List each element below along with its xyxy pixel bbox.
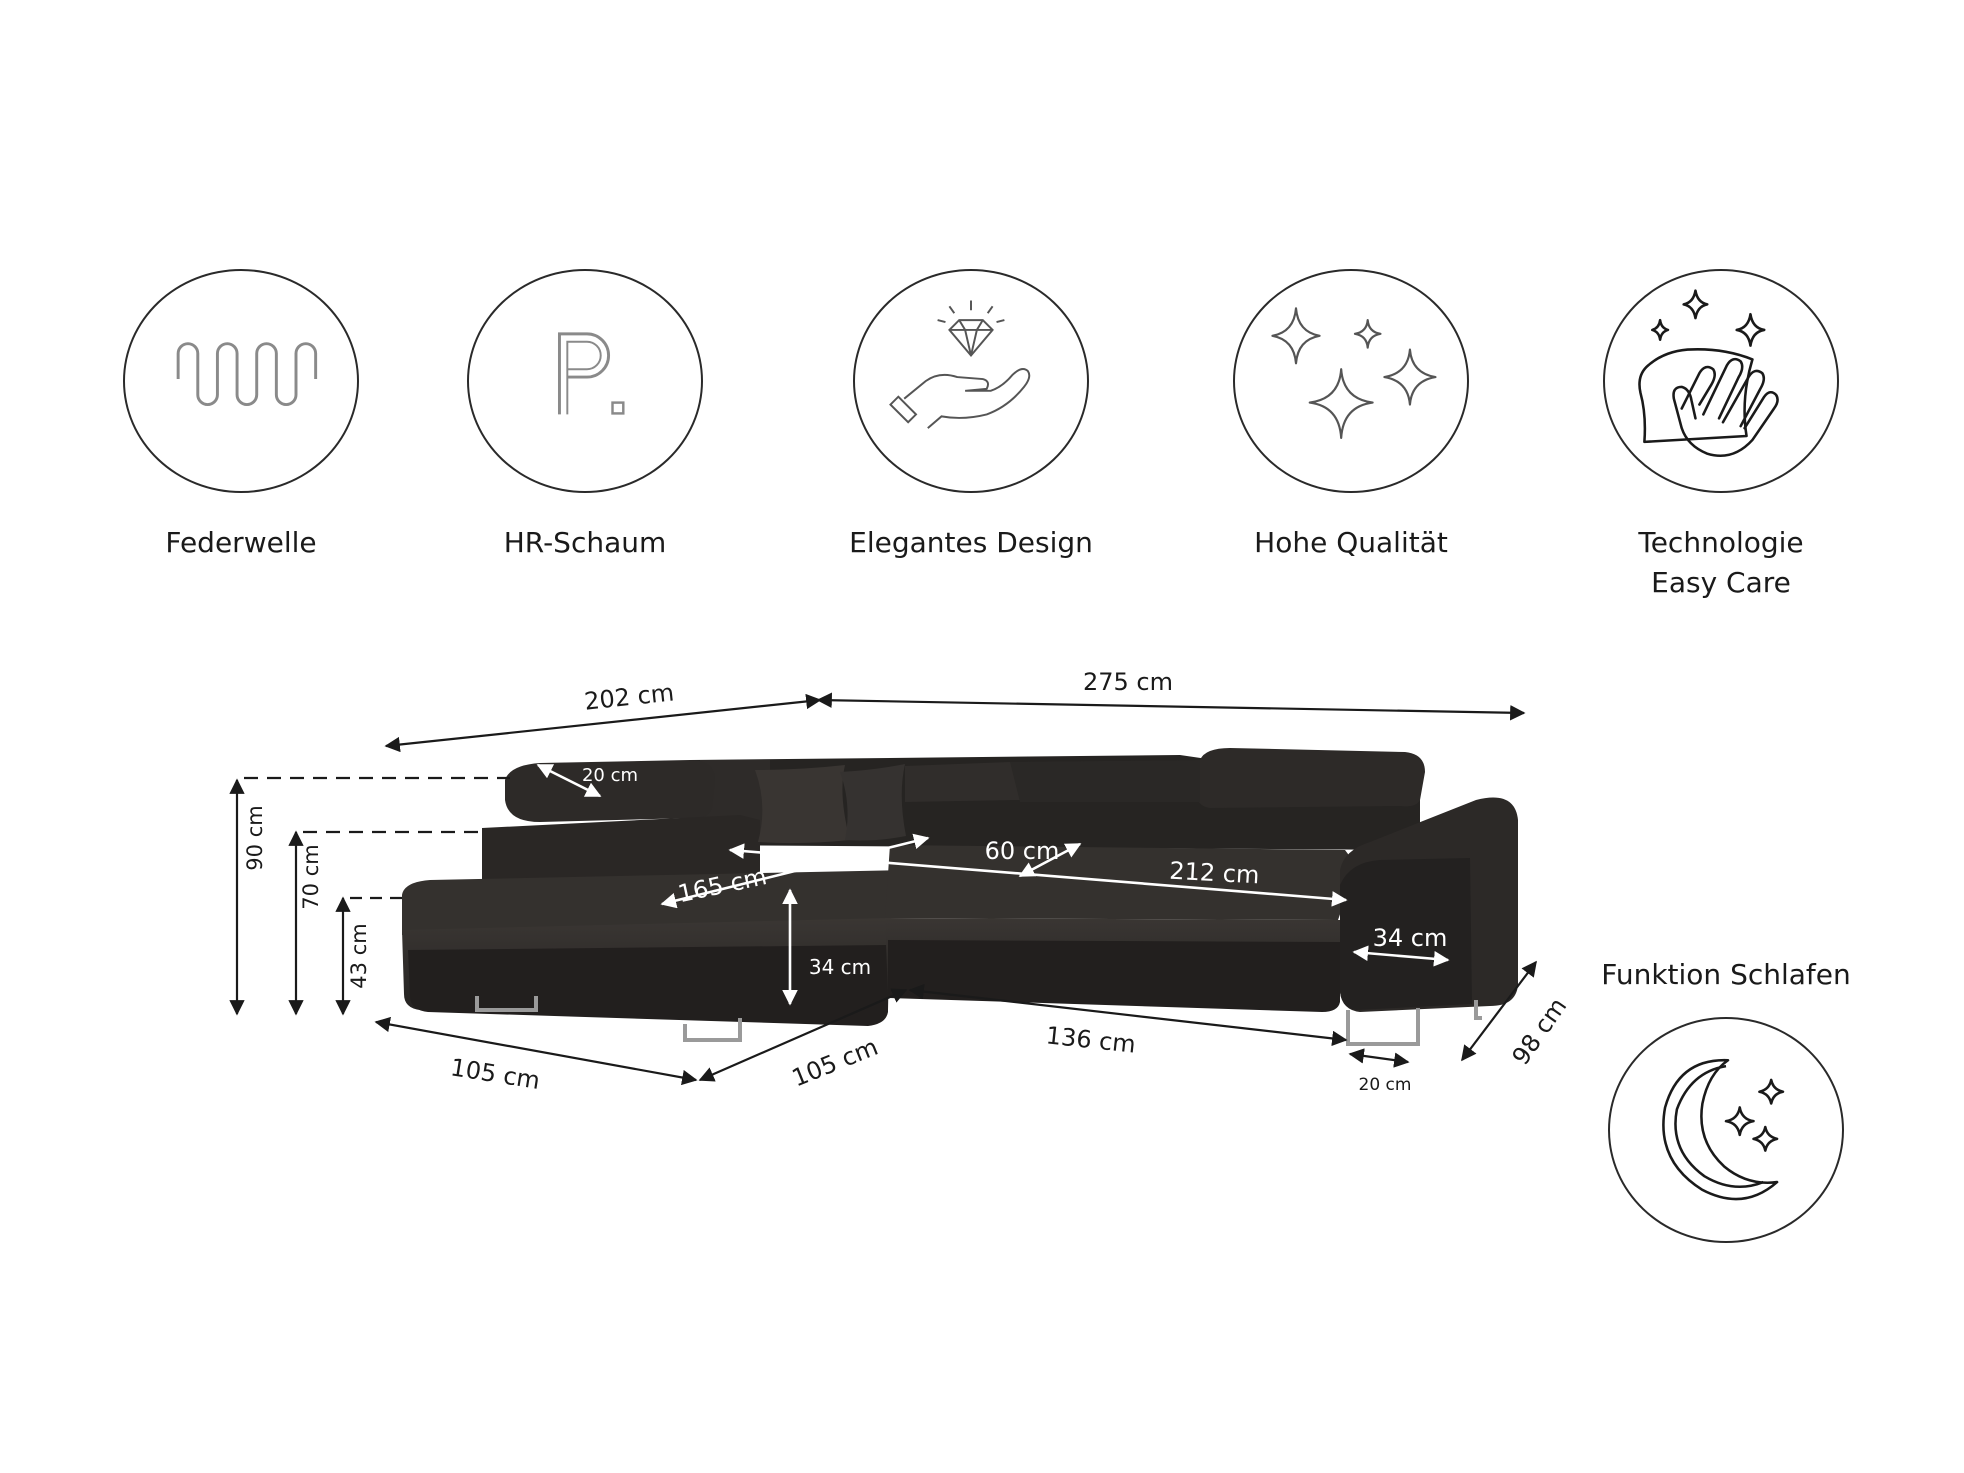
feature-label: Federwelle [165,526,317,559]
feature-federwelle: Federwelle [71,269,411,563]
throw-pillow [840,764,906,841]
dim-line-armrest-width [1348,1048,1410,1068]
right-headrest [1196,748,1425,808]
dim-line-width-left [384,693,822,753]
feature-circle [1233,269,1469,493]
dim-line-front-length [908,983,1348,1047]
diamond-hand-icon [889,300,1031,429]
label-backrest-height: 70 cm [299,844,323,909]
label-corner-depth: 105 cm [788,1033,882,1093]
moon-stars-icon [1662,1058,1785,1201]
corner-sofa [402,748,1518,1046]
right-armrest-front [1340,858,1472,1010]
middle-headrest [905,762,1024,802]
label-armrest-height: 34 cm [1373,924,1448,952]
dim-line-lounge-width [374,1016,698,1086]
feature-hr-schaum: HR-Schaum [415,269,755,563]
sparkles-icon [1271,307,1437,440]
sleep-function-title: Funktion Schlafen [1601,958,1851,991]
feature-label: Technologie Easy Care [1638,526,1804,599]
feature-circle [1603,269,1839,493]
label-cushion-height: 34 cm [809,955,871,979]
main-base [888,940,1340,1012]
feature-easy-care: Technologie Easy Care [1551,269,1891,603]
label-width-left: 202 cm [583,678,675,715]
feature-elegantes-design: Elegantes Design [801,269,1141,563]
sofa-leg [1346,1008,1420,1046]
label-lounge-width: 105 cm [449,1053,542,1095]
feature-label: HR-Schaum [503,526,667,559]
spring-wave-icon [176,342,318,407]
feature-hohe-qualitaet: Hohe Qualität [1181,269,1521,563]
label-front-length: 136 cm [1045,1021,1137,1058]
label-armrest-width: 20 cm [1359,1075,1412,1095]
wiping-hand-icon [1638,289,1779,458]
feature-circle [853,269,1089,493]
sleep-function: Funktion Schlafen [1556,955,1896,1243]
feature-label: Hohe Qualität [1254,526,1448,559]
throw-pillow [755,765,850,844]
label-sleep-width: 212 cm [1169,857,1260,890]
label-total-height: 90 cm [243,805,267,870]
dim-line-armrest-height [1352,945,1450,967]
feature-circle [467,269,703,493]
dim-line-depth [1461,960,1537,1062]
middle-headrest [1010,760,1200,802]
sleep-function-circle [1608,1017,1844,1243]
feature-circle [123,269,359,493]
sofa-leg [475,996,538,1012]
dim-line-headrest-depth [536,763,602,798]
dim-line-width-right [816,692,1526,721]
label-headrest-depth: 20 cm [582,765,638,786]
label-width-right: 275 cm [1083,668,1173,696]
letter-p-icon [557,332,625,415]
dim-line-seat-depth [1018,842,1082,878]
label-seat-height: 43 cm [347,923,371,988]
label-seat-depth: 60 cm [985,837,1060,865]
feature-label: Elegantes Design [849,526,1093,559]
dim-line-corner-depth [698,988,908,1082]
